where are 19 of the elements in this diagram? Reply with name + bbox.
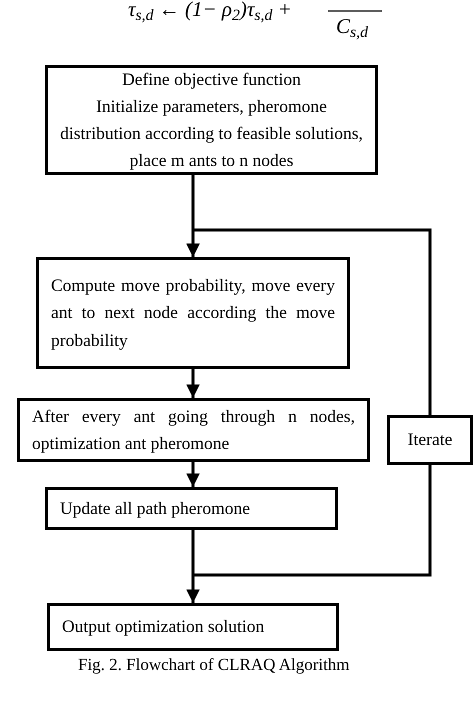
step-text: Compute move probability, move every ant to next node according the move probability	[51, 274, 335, 352]
step-text: After every ant going through n nodes, optimization ant pheromone	[32, 404, 355, 455]
arrow	[186, 228, 432, 415]
arrow	[186, 462, 200, 487]
step-text: Define objective function	[121, 68, 302, 91]
formula: τ$_{s,d}$ ← (1− ρ$_{2}$)τ$_{s,d}$ +	[128, 0, 292, 20]
formula-denominator: C$_{s,d}$	[336, 16, 368, 37]
step-text: Initialize parameters, pheromone distribution according to feasible solutions, place m ants to n nodes	[60, 94, 363, 172]
process-box	[387, 415, 473, 465]
caption: Fig. 2. Flowchart of CLRAQ Algorithm	[78, 654, 350, 676]
arrow	[186, 369, 200, 398]
process-box	[45, 487, 338, 530]
process-box	[36, 257, 350, 369]
step-text: Iterate	[406, 428, 454, 452]
step-text: Output optimization solution	[62, 615, 266, 638]
step-text: Update all path pheromone	[60, 496, 252, 520]
process-box	[17, 398, 370, 462]
process-box	[47, 603, 339, 651]
process-box	[45, 65, 378, 175]
